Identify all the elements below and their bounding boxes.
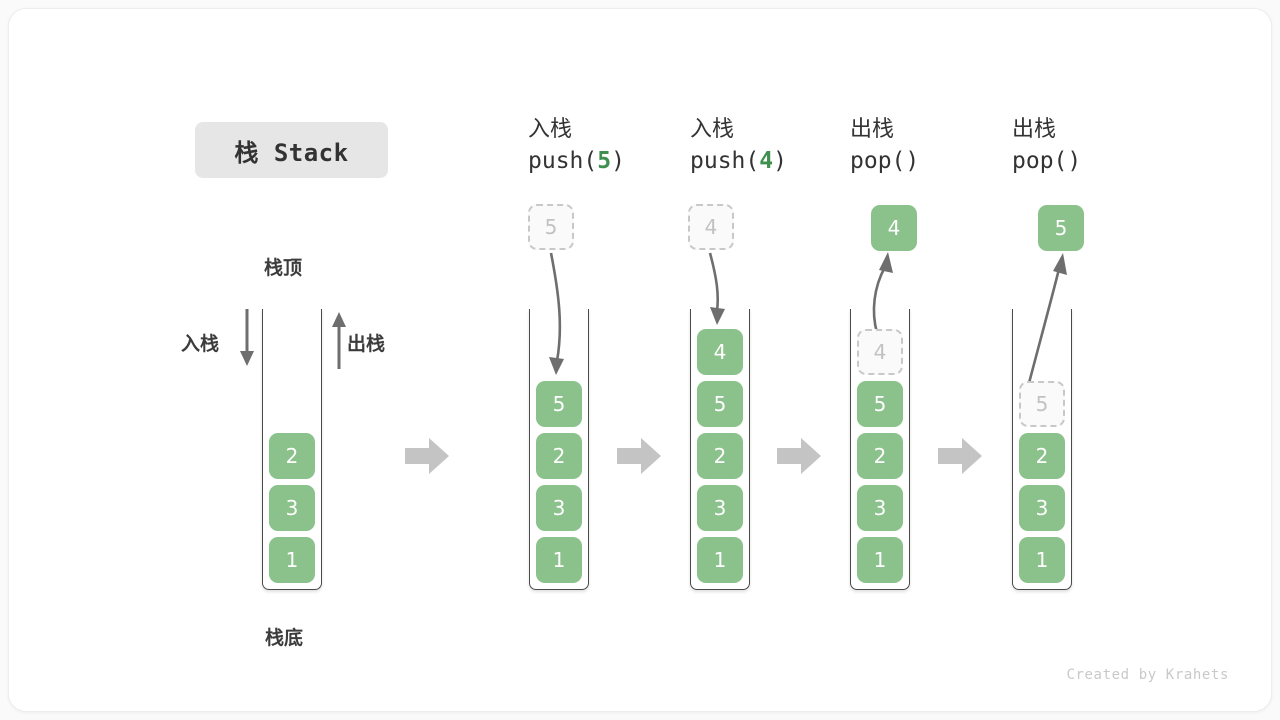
pop-motion-arrow-icon — [872, 252, 893, 334]
stage-transition-arrow-icon — [938, 438, 982, 474]
pop-side-label: 出栈 — [347, 333, 386, 355]
stack-cell: 1 — [1019, 537, 1065, 583]
stack-cell: 4 — [697, 329, 743, 375]
stack-cell: 1 — [536, 537, 582, 583]
floating-element-push-4: 4 — [688, 204, 734, 250]
code-suffix: ) — [611, 148, 625, 174]
operation-caption-push-5: 入栈 push(5) — [528, 115, 625, 177]
pop-motion-arrow-icon — [1027, 253, 1067, 384]
stack-cell-ghost: 4 — [857, 329, 903, 375]
code-prefix: push( — [690, 148, 760, 174]
operation-code: pop() — [1012, 145, 1081, 177]
code-suffix: ) — [1067, 148, 1082, 174]
stage-transition-arrow-icon — [777, 438, 821, 474]
stack-frame-initial — [262, 309, 322, 590]
operation-caption-push-4: 入栈 push(4) — [690, 115, 787, 177]
stack-cell: 2 — [697, 433, 743, 479]
stack-frame-pop-4 — [850, 309, 910, 590]
diagram-card: 栈 Stack 栈顶 入栈 出栈 2 3 1 栈底 入栈 push(5) 5 5… — [8, 8, 1272, 712]
operation-name: 出栈 — [850, 117, 895, 142]
diagram-title-chip: 栈 Stack — [195, 122, 388, 178]
stack-cell: 5 — [697, 381, 743, 427]
stack-cell: 2 — [1019, 433, 1065, 479]
stack-cell: 3 — [697, 485, 743, 531]
floating-element-pop-5: 5 — [1038, 205, 1084, 251]
code-argument: 4 — [759, 148, 774, 174]
stage-transition-arrow-icon — [405, 438, 449, 474]
operation-code: push(4) — [690, 145, 787, 177]
push-side-label: 入栈 — [181, 333, 220, 355]
stack-cell: 1 — [857, 537, 903, 583]
stack-cell: 5 — [857, 381, 903, 427]
stage-transition-arrow-icon — [617, 438, 661, 474]
stack-frame-push-4 — [690, 309, 750, 590]
code-prefix: pop( — [850, 148, 906, 174]
stack-bottom-label: 栈底 — [265, 627, 304, 649]
pop-up-arrow-icon — [332, 312, 346, 369]
stack-cell: 3 — [1019, 485, 1065, 531]
operation-name: 入栈 — [690, 117, 735, 142]
code-suffix: ) — [905, 148, 920, 174]
code-suffix: ) — [773, 148, 787, 174]
floating-element-pop-4: 4 — [871, 205, 917, 251]
stack-frame-push-5 — [529, 309, 589, 590]
code-prefix: pop( — [1012, 148, 1068, 174]
stack-cell: 3 — [857, 485, 903, 531]
stack-cell: 2 — [536, 433, 582, 479]
floating-element-push-5: 5 — [528, 204, 574, 250]
code-prefix: push( — [528, 148, 598, 174]
stack-cell-ghost: 5 — [1019, 381, 1065, 427]
stack-cell: 5 — [536, 381, 582, 427]
stack-frame-pop-5 — [1012, 309, 1072, 590]
operation-code: pop() — [850, 145, 919, 177]
code-argument: 5 — [597, 148, 612, 174]
operation-name: 入栈 — [528, 117, 573, 142]
push-motion-arrow-icon — [708, 252, 725, 325]
page-title: 栈 Stack — [234, 138, 349, 167]
stack-cell: 3 — [536, 485, 582, 531]
stack-cell: 1 — [269, 537, 315, 583]
stack-top-label: 栈顶 — [264, 257, 303, 279]
operation-caption-pop-4: 出栈 pop() — [850, 115, 919, 177]
push-down-arrow-icon — [240, 309, 254, 366]
credit-label: Created by Krahets — [1066, 667, 1229, 683]
push-motion-arrow-icon — [549, 252, 564, 375]
operation-caption-pop-5: 出栈 pop() — [1012, 115, 1081, 177]
operation-code: push(5) — [528, 145, 625, 177]
stack-cell: 2 — [857, 433, 903, 479]
stack-cell: 1 — [697, 537, 743, 583]
operation-name: 出栈 — [1012, 117, 1057, 142]
stack-cell: 2 — [269, 433, 315, 479]
stack-cell: 3 — [269, 485, 315, 531]
